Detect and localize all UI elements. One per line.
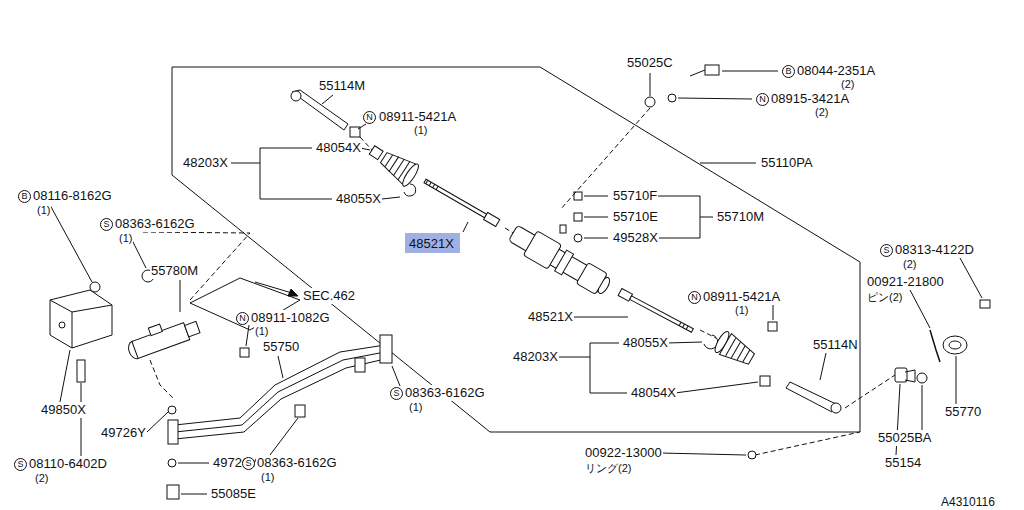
- part-number: 55110PA: [760, 155, 814, 171]
- part-number: 00921-21800: [866, 274, 945, 290]
- highlighted-part: 48521X: [405, 233, 460, 253]
- boot: [713, 330, 758, 370]
- fittings: [560, 192, 582, 242]
- part-number: (1): [260, 469, 275, 485]
- part-number: (1): [118, 230, 133, 246]
- part-number: 00922-13000: [584, 445, 663, 461]
- part-number: 49850X: [40, 402, 87, 418]
- fastener-type-mark: S: [100, 218, 113, 231]
- fastener-type-mark: N: [688, 291, 701, 304]
- washer: [168, 406, 176, 414]
- part-number: 48054X: [630, 385, 677, 401]
- fastener-type-mark: B: [18, 190, 31, 203]
- part-number: ピン(2): [866, 289, 903, 305]
- fastener-type-mark: N: [363, 111, 376, 124]
- part-number: 48203X: [182, 155, 229, 171]
- washer: [168, 459, 176, 467]
- part-number: 55114M: [318, 78, 366, 94]
- part-number: 48055X: [335, 191, 382, 207]
- part-number: (2): [34, 470, 49, 486]
- hydraulic-lines: [168, 335, 392, 444]
- nut: [760, 376, 770, 386]
- part-number: (2): [814, 104, 829, 120]
- part-number: 55770: [944, 404, 982, 420]
- leader-lines: [50, 71, 982, 494]
- rack-housing: [506, 221, 614, 300]
- bolt: [690, 65, 719, 76]
- part-number: A4310116: [940, 494, 996, 510]
- part-number: (2): [902, 256, 917, 272]
- nut: [768, 322, 777, 331]
- arrow-head: [288, 289, 298, 296]
- part-number: 55025BA: [877, 430, 933, 446]
- assembly-lines: [140, 108, 895, 455]
- part-number: SEC.462: [302, 288, 356, 304]
- washer: [645, 97, 655, 107]
- group-outline: [172, 67, 860, 432]
- part-number: (2): [840, 76, 855, 92]
- part-number: 55710M: [716, 209, 765, 225]
- part-number: (1): [413, 122, 428, 138]
- part-number: (1): [408, 399, 423, 415]
- part-number: (1): [734, 302, 749, 318]
- part-number: 55780M: [150, 263, 199, 279]
- fastener-type-mark: S: [390, 387, 403, 400]
- section-arrow: [255, 282, 292, 293]
- part-number: 55154: [884, 455, 922, 471]
- bolt: [295, 405, 305, 417]
- part-number: 49726Y: [100, 425, 147, 441]
- tie-rod-end: [786, 382, 841, 413]
- part-number: (1): [254, 323, 269, 339]
- part-number: 48203X: [512, 349, 559, 365]
- part-number: 48054X: [315, 140, 362, 156]
- part-number: 55025C: [626, 55, 674, 71]
- washer: [668, 94, 676, 102]
- tie-rod-end: [291, 90, 360, 137]
- inner-rod: [423, 178, 500, 227]
- part-number: 55710E: [612, 209, 659, 225]
- boot: [365, 139, 421, 188]
- valve: [124, 312, 201, 360]
- part-number: (1): [36, 202, 51, 218]
- part-number: 08915-3421A: [770, 91, 850, 107]
- fastener-type-mark: N: [756, 93, 769, 106]
- part-number: 48521X: [527, 309, 574, 325]
- bolt: [167, 485, 179, 499]
- fastener-type-mark: S: [242, 457, 255, 470]
- part-number: 08044-2351A: [796, 63, 876, 79]
- pinion-parts: [748, 300, 990, 459]
- part-number: 49528X: [612, 230, 659, 246]
- fastener-type-mark: B: [782, 65, 795, 78]
- fastener-type-mark: S: [14, 458, 27, 471]
- part-number: 55085E: [210, 486, 257, 502]
- fastener-type-mark: N: [236, 312, 249, 325]
- part-number: 55710F: [612, 188, 658, 204]
- bracket: [50, 282, 112, 382]
- part-number: 55750: [262, 339, 300, 355]
- clip: [404, 184, 416, 196]
- part-number: 55114N: [812, 337, 859, 353]
- part-number: 48521X: [409, 236, 454, 251]
- inner-rod: [618, 288, 694, 334]
- part-number: 48055X: [622, 335, 669, 351]
- fastener-type-mark: S: [880, 244, 893, 257]
- part-number: リング(2): [584, 460, 632, 476]
